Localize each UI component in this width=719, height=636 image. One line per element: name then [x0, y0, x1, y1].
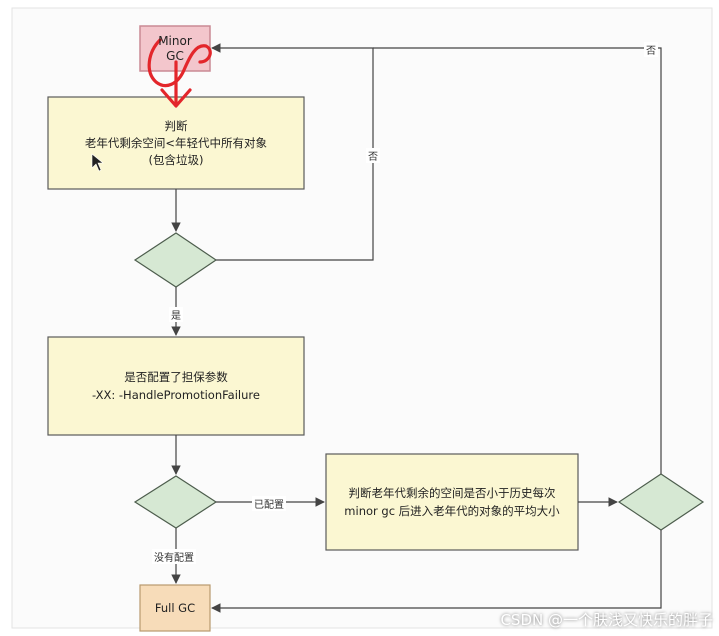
red-arrow-head [160, 88, 192, 108]
edge-label-yes: 是 [169, 307, 183, 322]
edge-label-no-right: 否 [644, 42, 658, 57]
check-param-box [47, 336, 305, 436]
edge-label-configured: 已配置 [252, 496, 286, 511]
mouse-cursor-icon [91, 153, 104, 172]
edge-diamond3-no-to-minor [373, 47, 662, 474]
edge-label-not-configured: 没有配置 [152, 549, 196, 564]
edge-diamond3-to-fullgc [211, 530, 662, 613]
judge-history-box [325, 453, 579, 551]
csdn-watermark: CSDN @一个肤浅又快乐的胖子 [500, 611, 713, 629]
judge-old-space-box [47, 96, 305, 190]
red-scribble [147, 38, 212, 88]
edge-label-no-top: 否 [366, 148, 380, 163]
full-gc-box [139, 584, 211, 632]
